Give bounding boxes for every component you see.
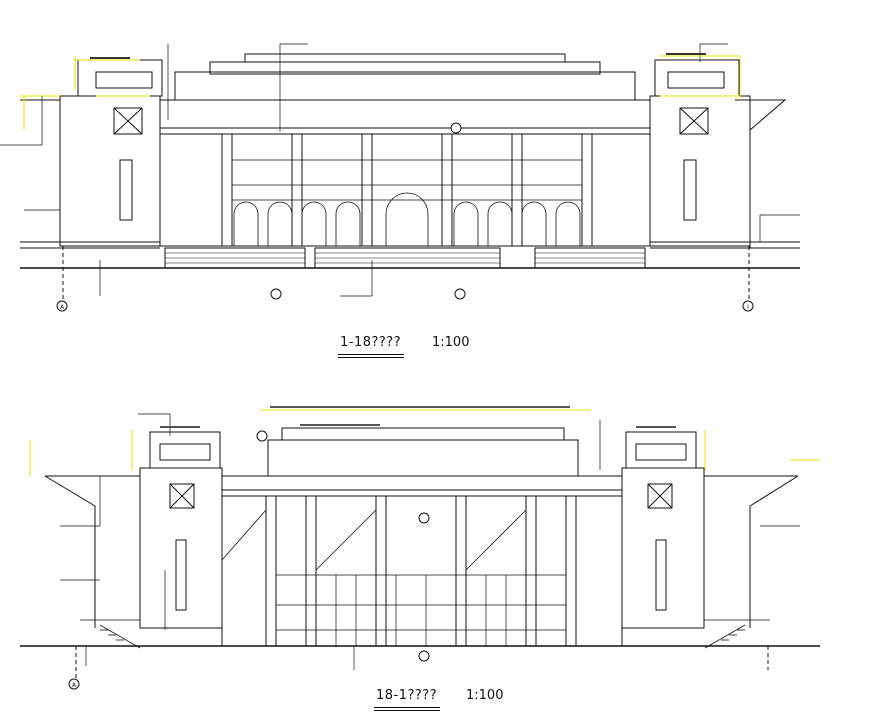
title-underline-top-2 [338, 357, 404, 358]
title-underline-bottom-2 [374, 710, 440, 711]
elevation-scale-bottom: 1:100 [466, 688, 504, 703]
elevation-title-bottom: 18-1???? [376, 688, 438, 703]
elevation-scale-top: 1:100 [432, 335, 470, 350]
elevation-title-top: 1-18???? [340, 335, 402, 350]
title-underline-top [338, 354, 404, 355]
elevation-18-1 [20, 413, 820, 678]
axis-label-right-top: I [747, 304, 749, 311]
title-underline-bottom [374, 707, 440, 708]
axis-label-left-bottom: A [72, 682, 77, 689]
axis-label-left-top: A [60, 304, 65, 311]
elevation-1-18 [0, 43, 800, 300]
